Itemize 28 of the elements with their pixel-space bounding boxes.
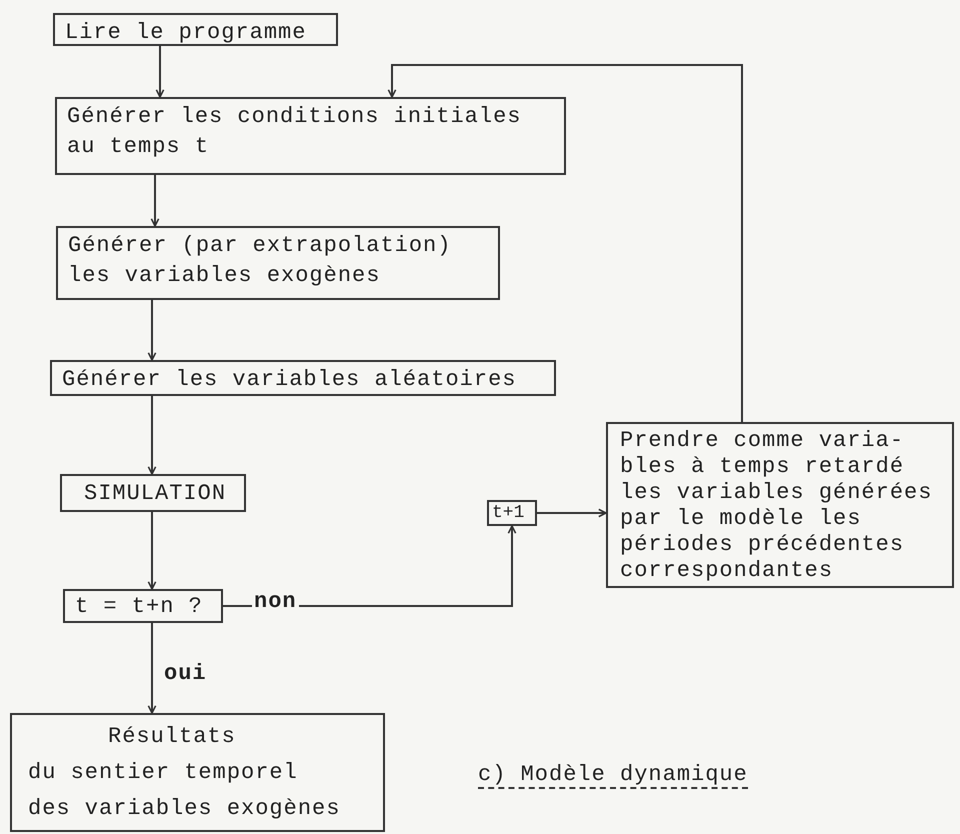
- process-box: [50, 360, 556, 396]
- process-box: [56, 226, 500, 300]
- process-box: [55, 97, 566, 175]
- node-text: t+1: [492, 502, 526, 524]
- node-text: Résultats: [107, 723, 237, 751]
- node-text: Lire le programme: [65, 19, 308, 47]
- arrow: [156, 46, 164, 98]
- node-text: SIMULATION: [84, 480, 222, 508]
- process-box: [606, 422, 954, 588]
- arrow: [150, 175, 160, 227]
- node-text: Générer les conditions initiales au temps t: [67, 103, 522, 161]
- arrow: [148, 623, 156, 714]
- process-box: [487, 500, 537, 526]
- node-text: t = t+n ?: [75, 593, 204, 621]
- node-text: Prendre comme varia- bles à temps retardé les variables générées par le modèle les périodes précédentes correspondantes: [620, 428, 934, 584]
- decision-box: [63, 589, 223, 623]
- process-box: [10, 713, 385, 832]
- node-text: Générer les variables aléatoires: [62, 366, 518, 394]
- arrow: [537, 508, 607, 518]
- arrow: [148, 396, 156, 475]
- process-box: [60, 474, 246, 512]
- node-text: Générer (par extrapolation) les variables exogènes: [68, 232, 452, 290]
- arrow: [148, 512, 156, 590]
- arrow: [388, 64, 743, 422]
- node-text: du sentier temporel des variables exogènes: [28, 759, 342, 823]
- caption: c) Modèle dynamique: [478, 762, 748, 789]
- arrow: [148, 300, 156, 361]
- process-box: [53, 13, 338, 46]
